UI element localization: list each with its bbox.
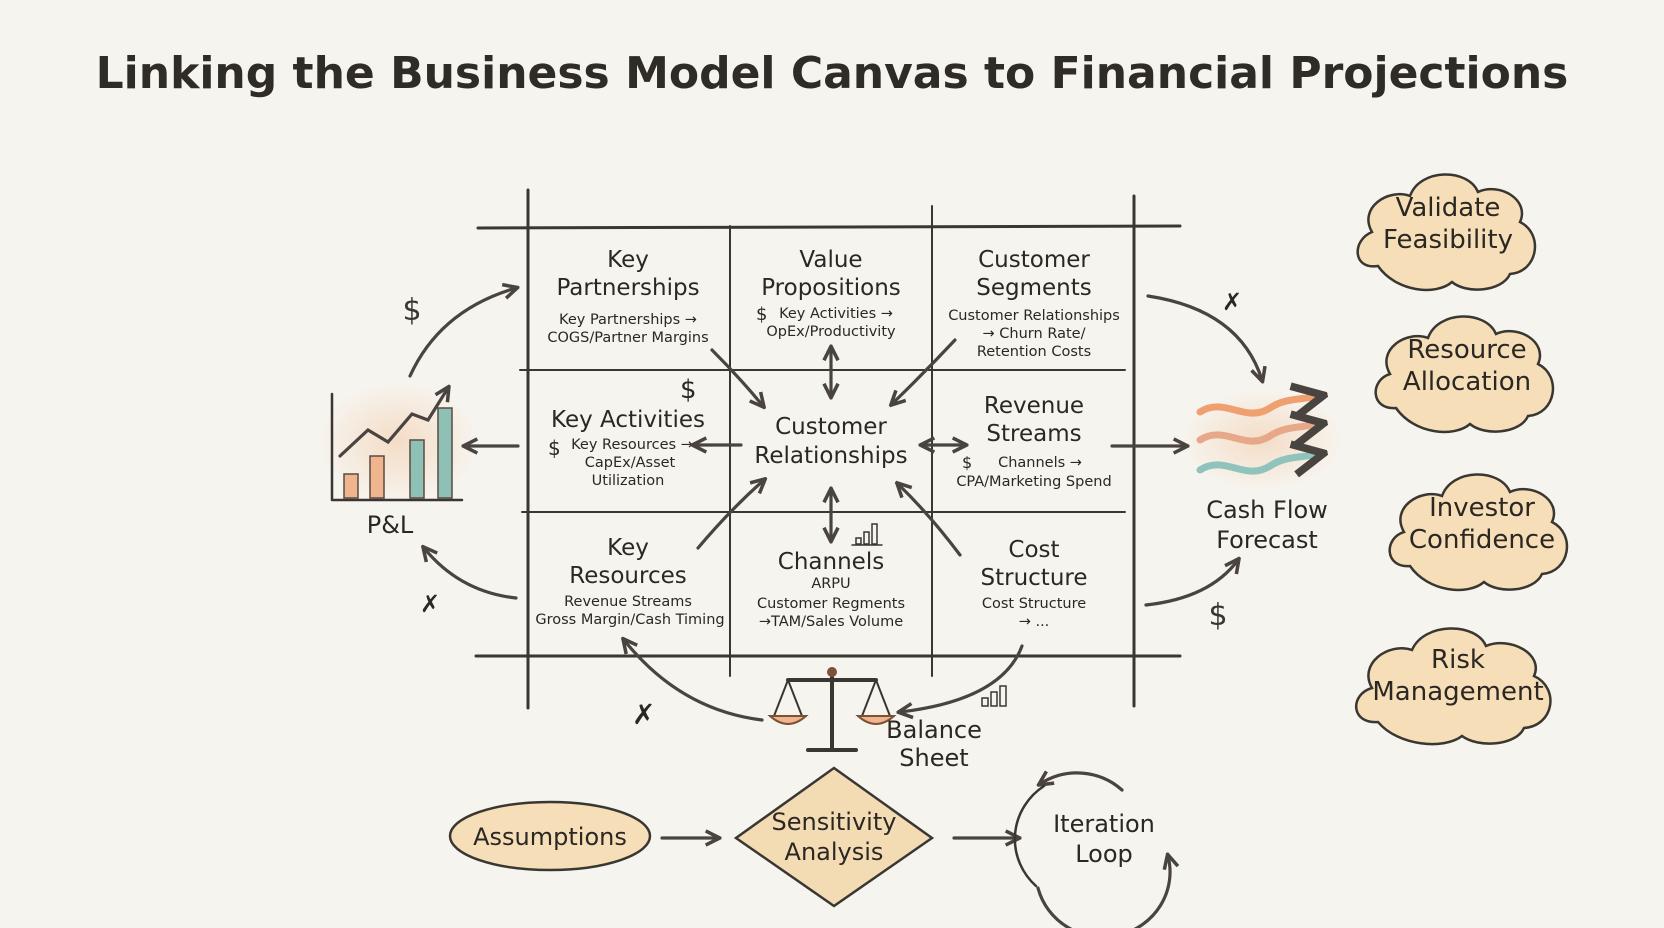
cell-note: Channels → xyxy=(998,455,1082,471)
bar-chart-icon xyxy=(981,685,1007,707)
sensitivity-analysis-node: Sensitivity Analysis xyxy=(733,766,935,908)
cell-title: Channels xyxy=(778,549,884,575)
cell-note: CPA/Marketing Spend xyxy=(956,474,1111,490)
cell-note: Retention Costs xyxy=(977,344,1091,360)
outcome-cloud-resource-allocation: Resource Allocation xyxy=(1374,315,1555,434)
cell-key-activities: Key Activities $ Key Resources → CapEx/A… xyxy=(548,407,705,489)
outcomes-column: Validate Feasibility Resource Allocation… xyxy=(1354,173,1569,746)
dollar-icon: $ xyxy=(402,293,421,328)
dollar-icon: $ xyxy=(756,304,767,325)
cell-note: Revenue Streams xyxy=(564,594,692,610)
outcome-cloud-risk-management: Risk Management xyxy=(1354,627,1552,746)
cell-customer-segments: Customer Segments Customer Relationships… xyxy=(948,247,1120,360)
scribble-icon: ✗ xyxy=(632,698,655,731)
outcome-line2: Allocation xyxy=(1403,367,1531,397)
cell-note: →TAM/Sales Volume xyxy=(759,614,903,630)
outcome-line1: Validate xyxy=(1396,193,1501,223)
cell-note: Utilization xyxy=(592,473,665,489)
pl-bar xyxy=(369,455,385,499)
outcome-line1: Risk xyxy=(1431,645,1485,675)
outcome-cloud-validate-feasibility: Validate Feasibility xyxy=(1356,173,1537,292)
dollar-icon: $ xyxy=(548,436,561,460)
assumptions-label: Assumptions xyxy=(473,823,627,851)
cell-key-resources: Key Resources Revenue Streams Gross Marg… xyxy=(535,535,724,628)
cell-channels: Channels ARPU Customer Regments →TAM/Sal… xyxy=(757,523,905,630)
iteration-label-line2: Loop xyxy=(1075,840,1133,868)
outcome-line2: Confidence xyxy=(1409,525,1555,555)
bar-chart-icon xyxy=(851,523,883,546)
cell-revenue-streams: Revenue Streams $ Channels → CPA/Marketi… xyxy=(956,393,1111,490)
assumptions-node: Assumptions xyxy=(448,800,652,872)
pl-bar xyxy=(343,473,359,499)
cell-note: Customer Relationships xyxy=(948,308,1120,324)
modeling-flow: Assumptions Sensitivity Analysis Iterati… xyxy=(448,766,1170,928)
outcome-line1: Investor xyxy=(1429,493,1535,523)
cell-note: Customer Regments xyxy=(757,596,905,612)
balance-sheet: Balance Sheet ✗ xyxy=(624,640,1024,772)
sensitivity-label-line1: Sensitivity xyxy=(772,808,897,836)
pl-label: P&L xyxy=(367,511,414,539)
cell-note: Gross Margin/Cash Timing xyxy=(535,612,724,628)
outcome-cloud-investor-confidence: Investor Confidence xyxy=(1388,473,1569,592)
cell-note: COGS/Partner Margins xyxy=(547,330,708,346)
cell-note: ARPU xyxy=(811,576,850,592)
dollar-icon: $ xyxy=(1208,598,1227,633)
iteration-label-line1: Iteration xyxy=(1053,810,1155,838)
scale-icon xyxy=(767,667,897,752)
cell-title: Value xyxy=(799,247,862,273)
cell-note: CapEx/Asset xyxy=(585,455,676,471)
cell-title: Resources xyxy=(569,563,686,589)
outcome-line2: Management xyxy=(1372,677,1543,707)
inner-arrows: $ xyxy=(680,338,965,557)
pl-bar xyxy=(409,439,425,499)
cell-note: OpEx/Productivity xyxy=(766,324,896,340)
cell-cost-structure: Cost Structure Cost Structure → ... xyxy=(981,537,1088,630)
cell-key-partnerships: Key Partnerships Key Partnerships → COGS… xyxy=(547,247,708,346)
canvas-grid xyxy=(474,188,1182,710)
dollar-icon: $ xyxy=(680,375,697,405)
outcome-line2: Feasibility xyxy=(1383,225,1513,255)
cell-value-propositions: Value Propositions $ Key Activities → Op… xyxy=(756,247,901,340)
cell-note: Key Activities → xyxy=(779,306,893,322)
cell-title: Partnerships xyxy=(556,275,699,301)
cell-customer-relationships: Customer Relationships xyxy=(754,414,907,469)
cell-note: Key Partnerships → xyxy=(559,312,697,328)
cell-note: Cost Structure xyxy=(982,596,1086,612)
sensitivity-label-line2: Analysis xyxy=(785,838,884,866)
iteration-loop-node: Iteration Loop xyxy=(1013,773,1170,928)
scribble-icon: ✗ xyxy=(1222,288,1242,316)
cell-title: Segments xyxy=(976,275,1091,301)
outcome-line1: Resource xyxy=(1407,335,1526,365)
scribble-icon: ✗ xyxy=(420,590,440,618)
balance-label-line2: Sheet xyxy=(899,744,968,772)
cash-flow-label-line2: Forecast xyxy=(1216,526,1318,554)
cell-title: Streams xyxy=(986,421,1081,447)
dollar-icon: $ xyxy=(962,453,972,472)
cell-note: Key Resources → xyxy=(571,437,693,453)
cell-title: Revenue xyxy=(984,393,1084,419)
cell-title: Propositions xyxy=(761,275,901,301)
cell-note: → Churn Rate/ xyxy=(983,326,1086,342)
cell-note: → ... xyxy=(1019,614,1050,630)
cell-title: Relationships xyxy=(754,443,907,469)
cell-title: Key xyxy=(607,535,649,561)
pl-statement: P&L $ ✗ xyxy=(318,288,518,618)
balance-label-line1: Balance xyxy=(886,716,982,744)
cell-title: Customer xyxy=(775,414,887,440)
cell-title: Key xyxy=(607,247,649,273)
cell-title: Customer xyxy=(978,247,1090,273)
cash-flow-forecast: Cash Flow Forecast $ ✗ xyxy=(1110,288,1342,633)
pl-bar xyxy=(437,407,453,499)
cell-title: Key Activities xyxy=(551,407,705,433)
cash-flow-label-line1: Cash Flow xyxy=(1206,496,1328,524)
cell-title: Structure xyxy=(981,565,1088,591)
cell-title: Cost xyxy=(1008,537,1059,563)
page-title: Linking the Business Model Canvas to Fin… xyxy=(96,48,1569,99)
